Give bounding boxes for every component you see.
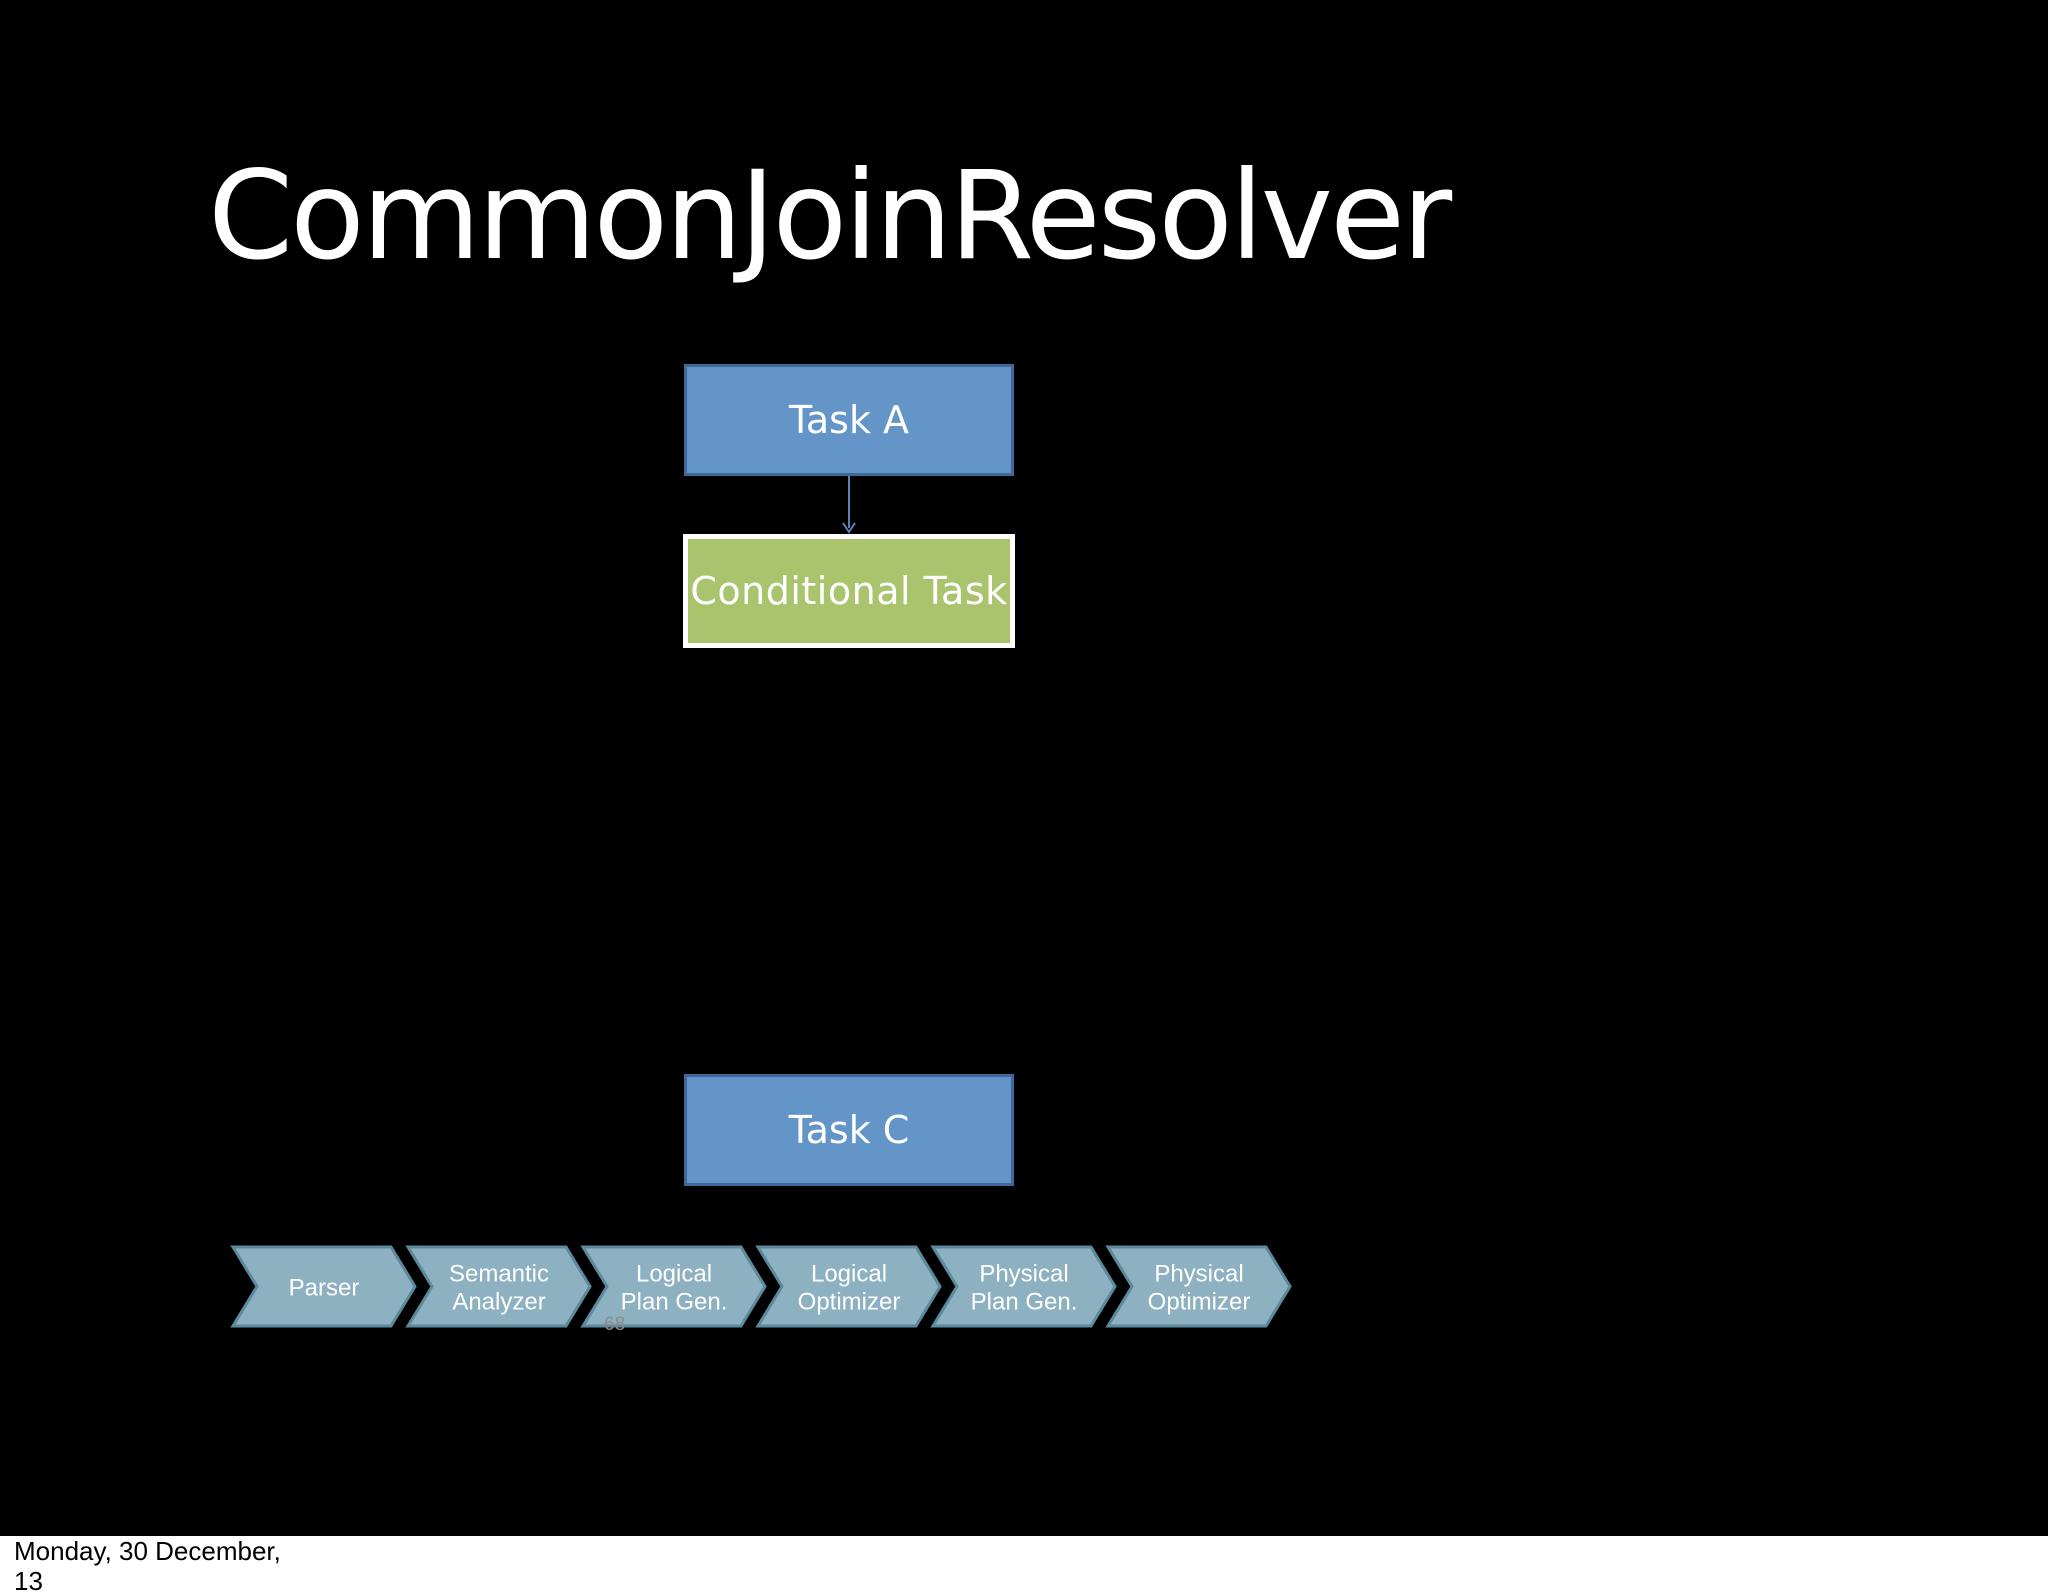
chevron-shape bbox=[1105, 1245, 1292, 1328]
footer-date: Monday, 30 December, bbox=[14, 1536, 281, 1566]
footer-date-year: 13 bbox=[14, 1566, 43, 1596]
slide-title: CommonJoinResolver bbox=[208, 145, 1452, 287]
page-number: 68 bbox=[604, 1314, 626, 1335]
stage-label: Analyzer bbox=[452, 1289, 545, 1316]
stage-label: Plan Gen. bbox=[971, 1289, 1078, 1316]
stage-label: Plan Gen. bbox=[621, 1289, 728, 1316]
chevron-shape bbox=[755, 1245, 942, 1328]
stage-label: Parser bbox=[289, 1275, 360, 1302]
pipeline-stage: Parser bbox=[230, 1245, 417, 1328]
stage-label: Logical bbox=[811, 1261, 887, 1288]
stage-label: Semantic bbox=[449, 1261, 549, 1288]
stage-label: Physical bbox=[979, 1261, 1068, 1288]
stage-label: Physical bbox=[1154, 1261, 1243, 1288]
task-c-box: Task C bbox=[684, 1074, 1014, 1186]
conditional-task-box: Conditional Task bbox=[683, 534, 1015, 648]
chevron-shape bbox=[930, 1245, 1117, 1328]
stage-label: Optimizer bbox=[798, 1289, 901, 1316]
chevron-shape bbox=[405, 1245, 592, 1328]
stage-label: Optimizer bbox=[1148, 1289, 1251, 1316]
chevron-shape bbox=[230, 1245, 417, 1328]
footer-bar bbox=[0, 1536, 2048, 1576]
slide: CommonJoinResolver Task A Conditional Ta… bbox=[0, 0, 2048, 1536]
task-a-box: Task A bbox=[684, 364, 1014, 476]
chevron-shape bbox=[580, 1245, 767, 1328]
stage-label: Logical bbox=[636, 1261, 712, 1288]
